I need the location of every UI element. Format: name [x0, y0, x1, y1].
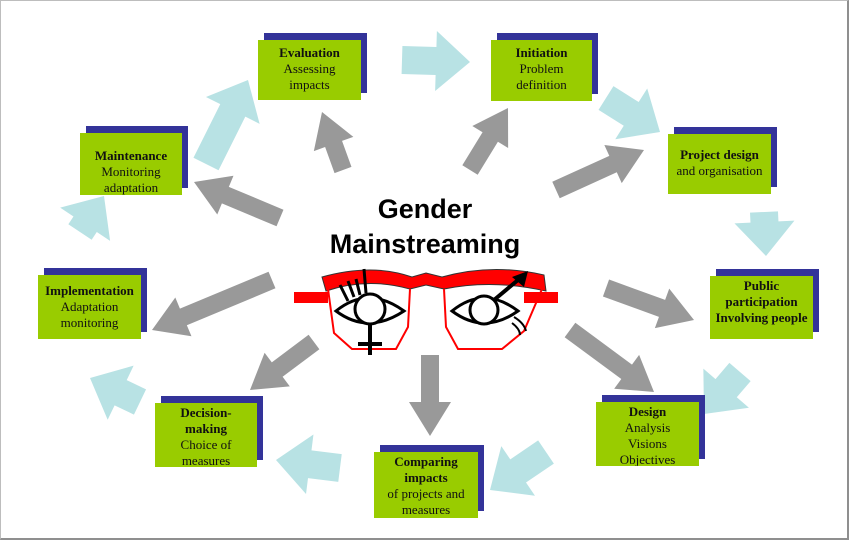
step-box-evaluation: Evaluation Assessing impacts [258, 33, 367, 100]
cycle-arrow-project-design-to-public-participation [734, 211, 795, 256]
left-temple-bar [294, 292, 328, 303]
step-title: Maintenance [94, 148, 168, 163]
step-line: impacts [289, 77, 330, 92]
cycle-arrow-initiation-to-project-design [598, 86, 660, 140]
spoke-arrow-to-initiation [462, 108, 509, 175]
spoke-arrow-to-maintenance [194, 175, 284, 227]
eyelashes-icon [338, 268, 368, 302]
spoke-arrow-to-evaluation [313, 112, 354, 174]
step-line: Problem [519, 61, 564, 76]
step-title: Design [628, 404, 667, 419]
step-line: and organisation [676, 163, 763, 178]
step-box-maintenance: Maintenance Monitoring adaptation [80, 126, 188, 195]
step-line: Assessing [283, 61, 336, 76]
step-line: Visions [628, 436, 667, 451]
step-title: Comparing impacts [394, 454, 458, 485]
left-eye [333, 296, 407, 325]
step-box-public-participation: Public participation Involving people [710, 269, 819, 339]
lower-lashes-icon [511, 316, 527, 336]
cycle-arrow-evaluation-to-initiation [401, 31, 470, 91]
spoke-arrow-to-decision-making [250, 334, 320, 390]
step-line: Adaptation [60, 299, 119, 314]
spoke-arrow-to-public-participation [602, 279, 694, 329]
cycle-arrow-design-to-comparing-impacts [490, 440, 554, 496]
cycle-arrow-implementation-to-maintenance [60, 196, 111, 241]
center-title-line1: Gender [377, 194, 473, 224]
step-title: Decision-making [180, 405, 232, 436]
step-line: Objectives [619, 452, 676, 466]
step-line: monitoring [60, 315, 119, 330]
step-box-initiation: Initiation Problem definition [491, 33, 598, 101]
left-lens [327, 288, 411, 350]
cycle-arrow-public-participation-to-design [703, 362, 751, 414]
cycle-arrow-comparing-impacts-to-decision-making [276, 434, 342, 494]
step-line: measures [181, 453, 231, 467]
female-symbol-circle [353, 292, 387, 326]
step-title: Initiation [515, 45, 568, 60]
right-lens [443, 288, 543, 350]
step-box-decision-making: Decision-making Choice of measures [155, 396, 263, 467]
step-line: of projects and [387, 486, 465, 501]
step-title: Public participation Involving people [715, 278, 808, 325]
step-line: Analysis [624, 420, 671, 435]
spoke-arrow-to-project-design [552, 144, 644, 199]
center-title: Gender Mainstreaming [300, 192, 550, 262]
step-box-project-design: Project design and organisation [668, 127, 777, 194]
center-title-line2: Mainstreaming [329, 229, 521, 259]
right-eye [449, 296, 521, 325]
glasses-brow [321, 268, 547, 292]
step-title: Project design [680, 147, 759, 162]
step-line: adaptation [103, 180, 159, 195]
eyeglasses-with-gender-symbols-icon [294, 268, 558, 355]
male-symbol-circle [468, 294, 500, 326]
step-line: measures [401, 502, 451, 517]
spoke-arrow-to-comparing-impacts [409, 355, 451, 436]
step-box-comparing-impacts: Comparing impacts of projects and measur… [374, 445, 484, 518]
step-box-design: Design Analysis Visions Objectives [596, 395, 705, 466]
spoke-arrow-to-implementation [152, 271, 276, 337]
step-title: Evaluation [279, 45, 340, 60]
step-box-implementation: Implementation Adaptation monitoring [38, 268, 147, 339]
step-line: Monitoring [101, 164, 161, 179]
spoke-arrow-to-design [564, 322, 654, 392]
cycle-arrow-decision-making-to-implementation [90, 365, 147, 420]
step-line: Choice of [180, 437, 232, 452]
right-temple-bar [524, 292, 558, 303]
male-symbol-arrowhead [512, 271, 528, 287]
step-title: Implementation [45, 283, 134, 298]
cycle-arrow-maintenance-to-evaluation [193, 80, 260, 171]
step-line: definition [516, 77, 567, 92]
